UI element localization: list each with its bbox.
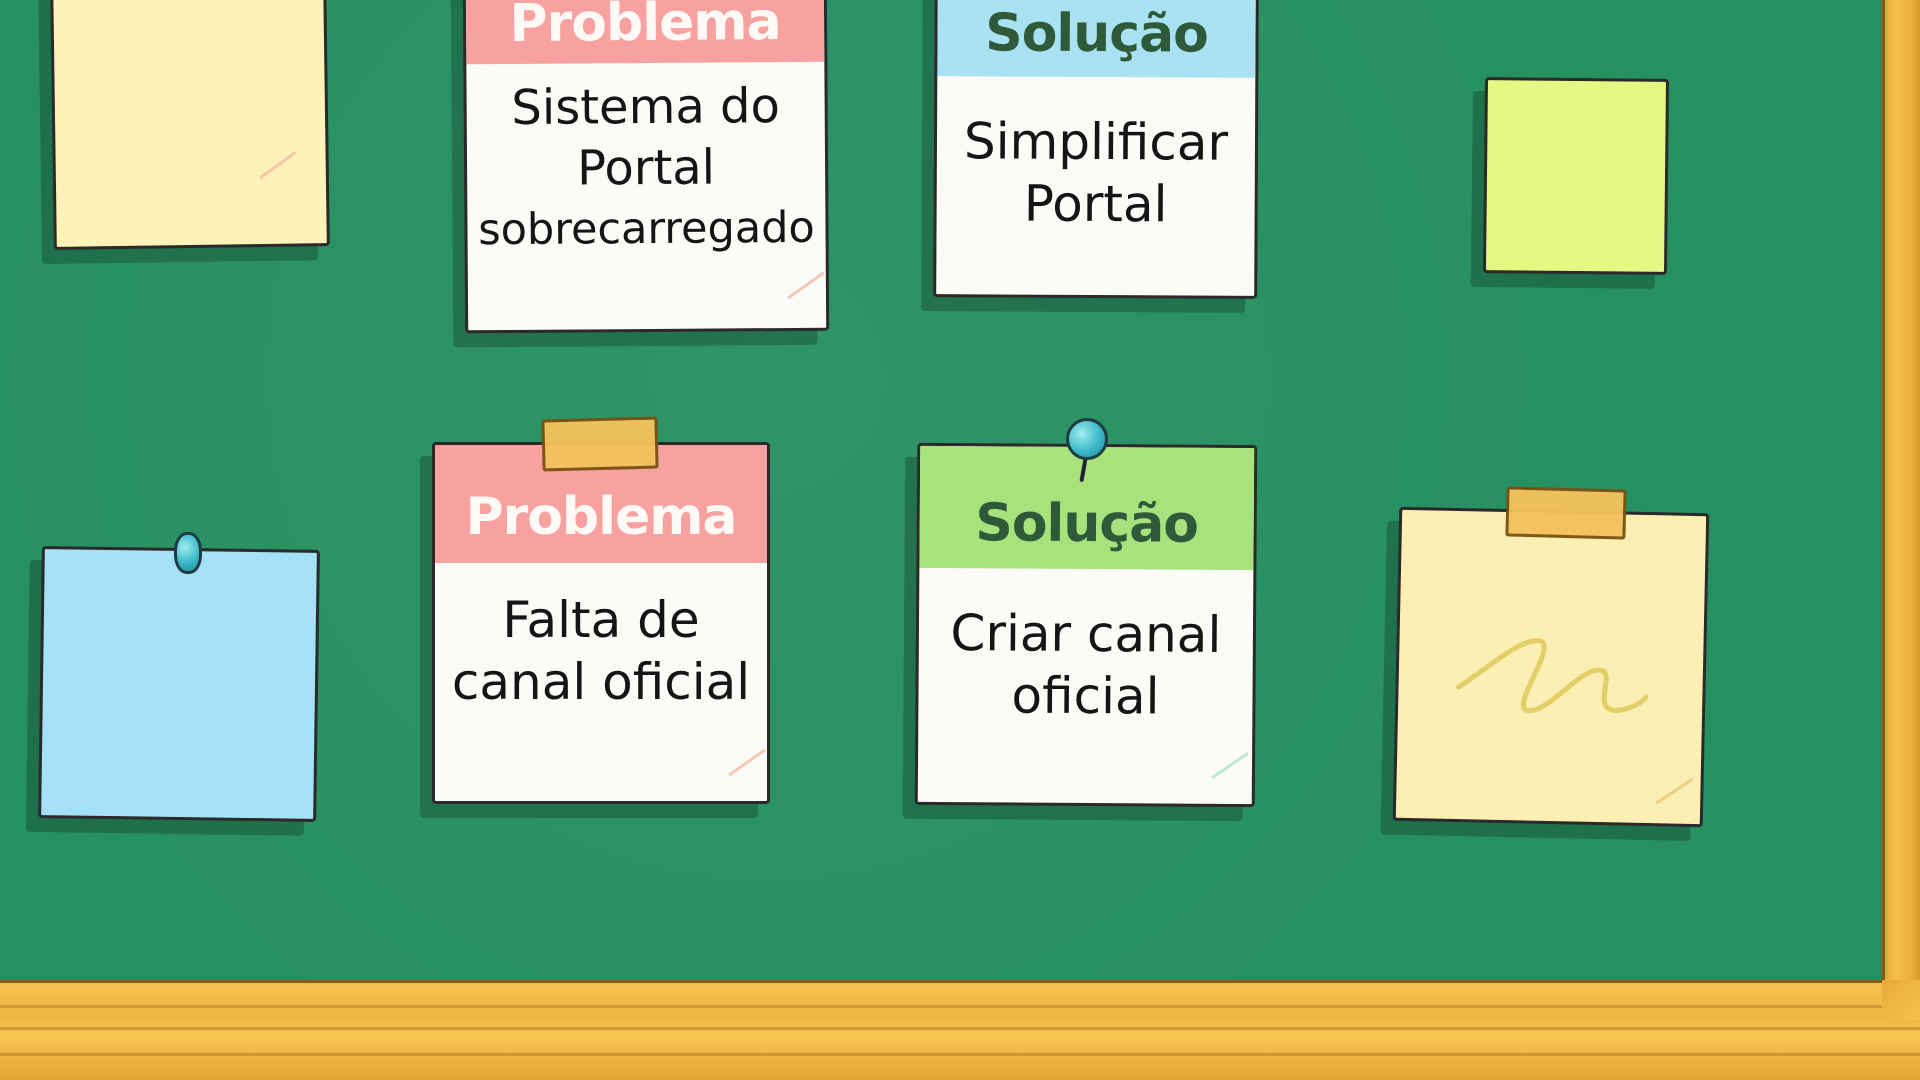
note-header-solution: Solução (937, 0, 1256, 78)
blank-note-lime[interactable] (1482, 77, 1670, 275)
problem-note-official-channel[interactable]: Problema Falta de canal oficial (432, 442, 770, 804)
blank-note-blue[interactable] (38, 546, 320, 822)
solution-note-create-channel[interactable]: Solução Criar canal oficial (914, 442, 1258, 808)
note-header-problem: Problema (435, 445, 767, 563)
note-line: oficial (1011, 666, 1160, 726)
note-line: Portal (576, 139, 716, 197)
board-frame-right (1882, 0, 1920, 980)
board-frame-corner (1882, 980, 1920, 1020)
board-frame-bottom (0, 980, 1920, 1080)
note-header-solution: Solução (919, 445, 1255, 571)
note-line: sobrecarregado (478, 202, 815, 256)
pushpin-icon (174, 532, 202, 574)
note-line: Falta de (502, 591, 700, 649)
scribble-mark (1456, 638, 1649, 714)
note-line: Sistema do (511, 78, 781, 136)
tape-strip (541, 416, 659, 472)
problem-note-portal[interactable]: Problema Sistema do Portal sobrecarregad… (462, 0, 830, 334)
note-line: canal oficial (451, 653, 751, 711)
blank-note-yellow[interactable] (50, 0, 330, 250)
solution-note-simplify-portal[interactable]: Solução Simplificar Portal (933, 0, 1259, 299)
pushpin-icon (1066, 418, 1108, 460)
note-line: Criar canal (950, 604, 1222, 664)
tape-strip (1505, 486, 1627, 540)
note-header-problem: Problema (465, 0, 825, 65)
note-line: Portal (1023, 174, 1168, 234)
note-line: Simplificar (963, 112, 1229, 172)
blank-note-cream[interactable] (1392, 506, 1710, 828)
